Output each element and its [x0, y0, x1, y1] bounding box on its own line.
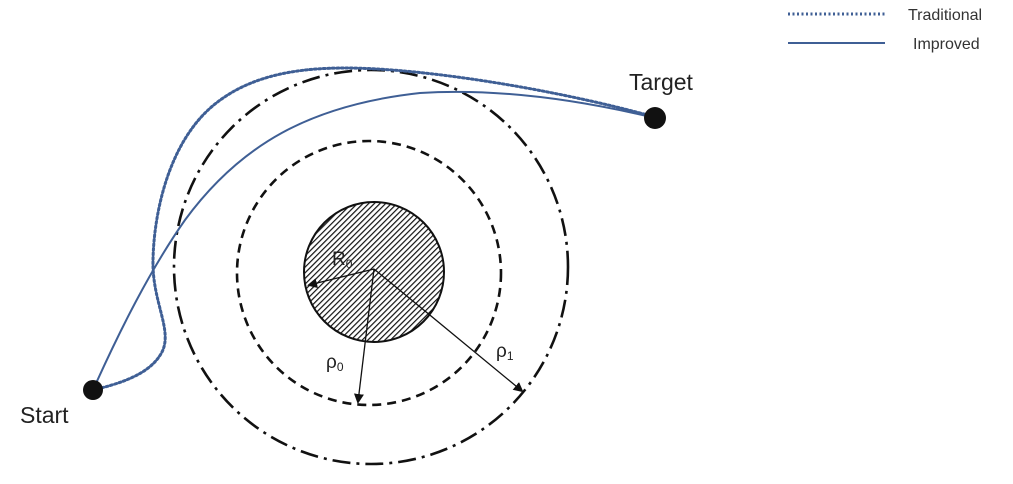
legend-improved-label: Improved — [913, 36, 980, 53]
rho1-arrow — [373, 268, 524, 393]
r0-arrow — [307, 268, 375, 288]
rho1-label: ρ1 — [496, 341, 514, 363]
safety-circle — [235, 139, 503, 407]
rho0-label: ρ0 — [326, 352, 344, 374]
start-point — [83, 380, 103, 400]
improved-path — [92, 90, 656, 391]
target-point — [644, 107, 666, 129]
radius-arrows — [307, 268, 524, 404]
rho0-arrow — [353, 268, 375, 404]
start-label: Start — [20, 402, 69, 428]
legend: Traditional Improved — [788, 7, 982, 53]
r0-label: R0 — [332, 249, 353, 271]
legend-traditional-label: Traditional — [908, 7, 982, 24]
traditional-path — [91, 66, 657, 392]
target-label: Target — [629, 69, 694, 95]
